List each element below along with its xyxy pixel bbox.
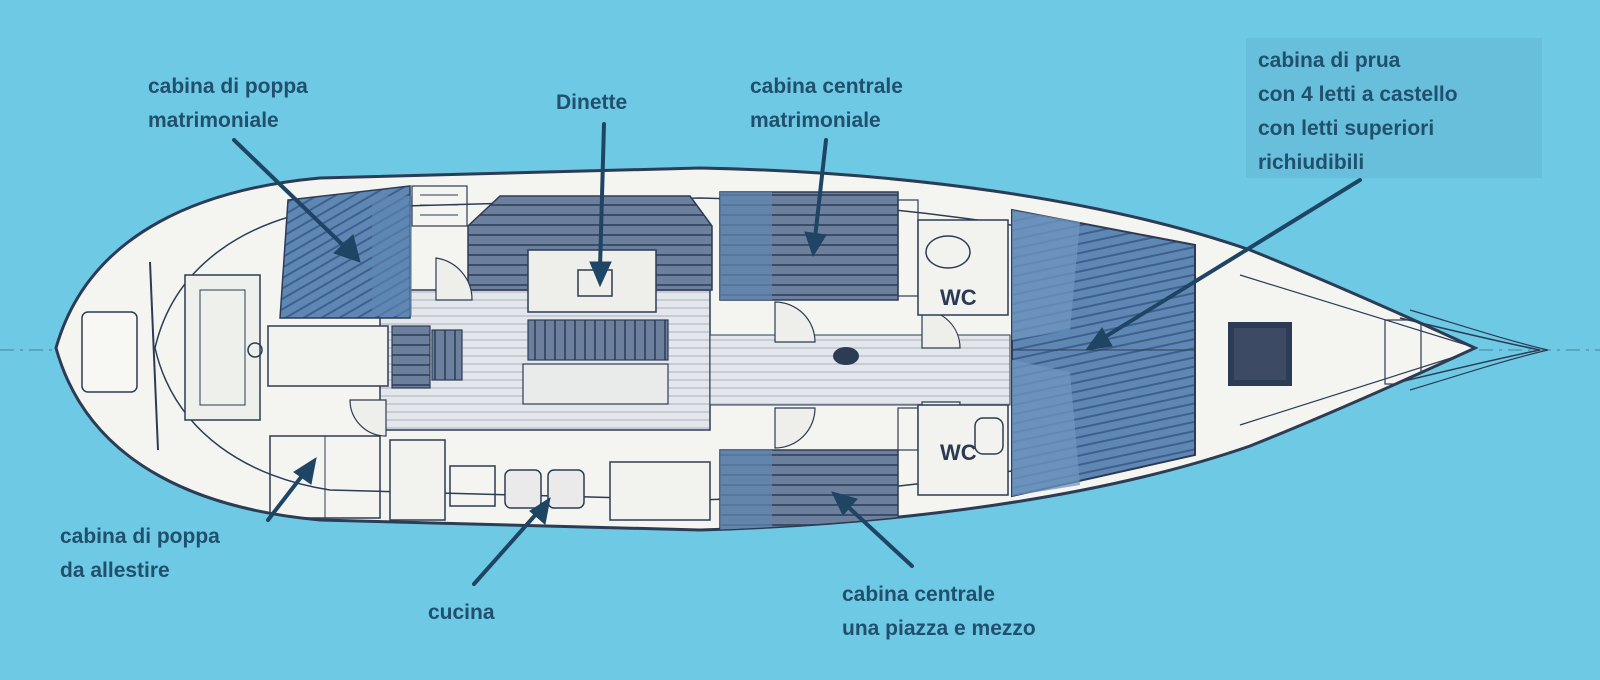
aft-cabin-double-line-2: matrimoniale <box>148 109 279 132</box>
central-cabin-single-line-1: cabina centrale <box>842 583 995 606</box>
aft-cabin-unfinished-line-2: da allestire <box>60 559 170 582</box>
central-cabin-double-line-2: matrimoniale <box>750 109 881 132</box>
dinette-label: Dinette <box>556 91 628 114</box>
pointer-arrows <box>232 122 1362 586</box>
bow-cabin-label: cabina di prua con 4 letti a castello co… <box>1258 44 1458 180</box>
bow-cabin-line-1: cabina di prua <box>1258 49 1401 72</box>
central-cabin-single-label: cabina centrale una piazza e mezzo <box>842 578 1036 646</box>
galley-label: cucina <box>428 601 495 624</box>
central-cabin-single-line-2: una piazza e mezzo <box>842 617 1036 640</box>
bow-cabin-label-box <box>1246 38 1542 178</box>
bow-cabin-line-2: con 4 letti a castello <box>1258 83 1458 106</box>
aft-cabin-double-label: cabina di poppa matrimoniale <box>148 70 308 138</box>
bow-cabin-line-3: con letti superiori <box>1258 117 1435 140</box>
aft-cabin-double-line-1: cabina di poppa <box>148 75 308 98</box>
wc-top-label: WC <box>940 285 977 310</box>
central-cabin-double-label: cabina centrale matrimoniale <box>750 70 903 138</box>
aft-cabin-unfinished-label: cabina di poppa da allestire <box>60 520 220 588</box>
central-cabin-double-line-1: cabina centrale <box>750 75 903 98</box>
bow-cabin-line-4: richiudibili <box>1258 151 1365 174</box>
aft-cabin-unfinished-line-1: cabina di poppa <box>60 525 220 548</box>
wc-bottom-label: WC <box>940 440 977 465</box>
